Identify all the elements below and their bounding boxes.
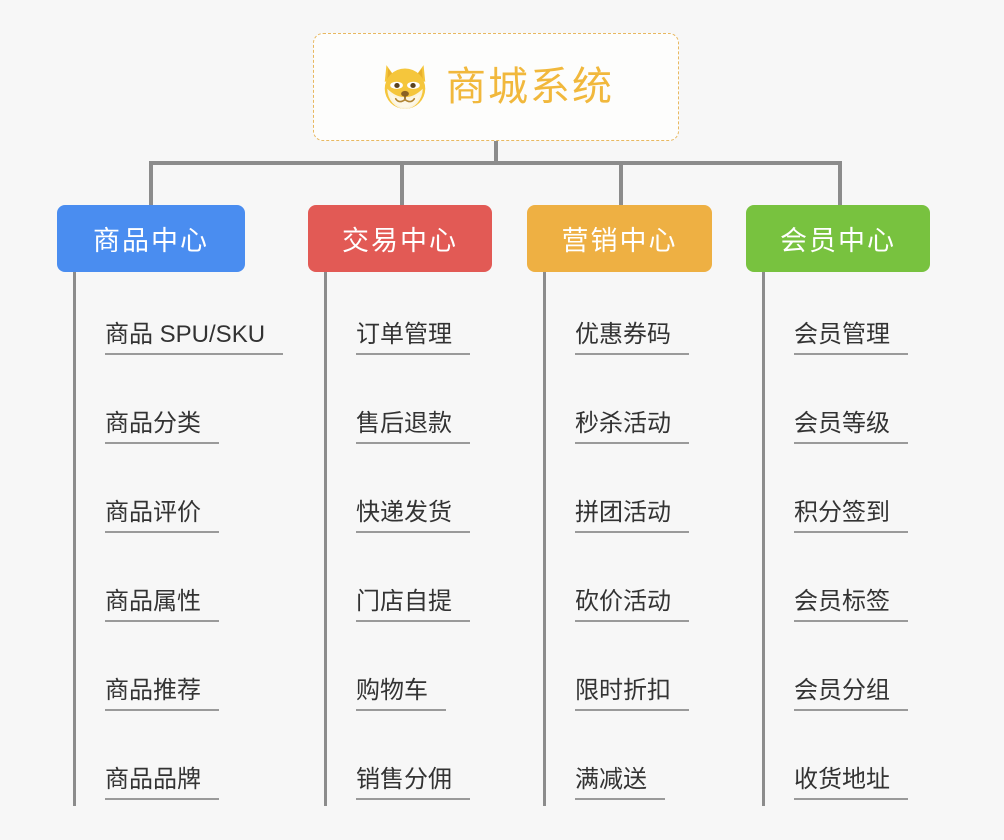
leaf-item[interactable]: 快递发货 bbox=[324, 450, 470, 539]
branch-spine-3 bbox=[543, 272, 546, 806]
leaf-item[interactable]: 积分签到 bbox=[762, 450, 908, 539]
leaf-item[interactable]: 会员分组 bbox=[762, 628, 908, 717]
horizontal-bus-connector bbox=[149, 161, 840, 165]
leaf-label: 购物车 bbox=[356, 677, 446, 711]
leaf-item[interactable]: 商品属性 bbox=[73, 539, 283, 628]
leaf-item[interactable]: 订单管理 bbox=[324, 272, 470, 361]
leaf-label: 门店自提 bbox=[356, 588, 470, 622]
leaf-label: 满减送 bbox=[575, 766, 665, 800]
leaf-item[interactable]: 购物车 bbox=[324, 628, 470, 717]
leaf-label: 销售分佣 bbox=[356, 766, 470, 800]
leaf-label: 拼团活动 bbox=[575, 499, 689, 533]
branch-header-4[interactable]: 会员中心 bbox=[746, 205, 930, 272]
leaf-label: 会员等级 bbox=[794, 410, 908, 444]
leaf-label: 秒杀活动 bbox=[575, 410, 689, 444]
leaf-label: 收货地址 bbox=[794, 766, 908, 800]
leaf-list-4: 会员管理 会员等级 积分签到 会员标签 会员分组 收货地址 bbox=[762, 272, 908, 806]
leaf-item[interactable]: 商品推荐 bbox=[73, 628, 283, 717]
page-title: 商城系统 bbox=[446, 65, 614, 109]
drop-connector-4 bbox=[838, 161, 842, 207]
leaf-label: 商品品牌 bbox=[105, 766, 219, 800]
leaf-item[interactable]: 商品分类 bbox=[73, 361, 283, 450]
branch-header-label-2: 交易中心 bbox=[342, 226, 458, 256]
leaf-label: 优惠券码 bbox=[575, 321, 689, 355]
shiba-dog-face-icon bbox=[384, 65, 426, 111]
leaf-item[interactable]: 满减送 bbox=[543, 717, 689, 806]
leaf-label: 商品评价 bbox=[105, 499, 219, 533]
leaf-list-2: 订单管理 售后退款 快递发货 门店自提 购物车 销售分佣 bbox=[324, 272, 470, 806]
branch-header-1[interactable]: 商品中心 bbox=[57, 205, 245, 272]
drop-connector-3 bbox=[619, 161, 623, 207]
leaf-label: 砍价活动 bbox=[575, 588, 689, 622]
branch-header-label-1: 商品中心 bbox=[93, 226, 209, 256]
leaf-label: 商品 SPU/SKU bbox=[105, 321, 284, 355]
leaf-item[interactable]: 销售分佣 bbox=[324, 717, 470, 806]
branch-spine-4 bbox=[762, 272, 765, 806]
branch-header-label-4: 会员中心 bbox=[780, 226, 896, 256]
leaf-item[interactable]: 收货地址 bbox=[762, 717, 908, 806]
leaf-label: 商品分类 bbox=[105, 410, 219, 444]
leaf-item[interactable]: 售后退款 bbox=[324, 361, 470, 450]
leaf-label: 售后退款 bbox=[356, 410, 470, 444]
leaf-list-1: 商品 SPU/SKU 商品分类 商品评价 商品属性 商品推荐 商品品牌 bbox=[73, 272, 284, 806]
branch-header-label-3: 营销中心 bbox=[561, 226, 678, 256]
branch-spine-2 bbox=[324, 272, 327, 806]
leaf-item[interactable]: 砍价活动 bbox=[543, 539, 689, 628]
leaf-label: 订单管理 bbox=[356, 321, 470, 355]
leaf-label: 快递发货 bbox=[356, 499, 470, 533]
leaf-item[interactable]: 商品品牌 bbox=[73, 717, 283, 806]
leaf-label: 商品推荐 bbox=[105, 677, 219, 711]
leaf-item[interactable]: 会员标签 bbox=[762, 539, 908, 628]
branch-header-2[interactable]: 交易中心 bbox=[308, 205, 492, 272]
leaf-item[interactable]: 秒杀活动 bbox=[543, 361, 689, 450]
leaf-label: 会员分组 bbox=[794, 677, 908, 711]
branch-spine-1 bbox=[73, 272, 76, 806]
leaf-item[interactable]: 优惠券码 bbox=[543, 272, 689, 361]
leaf-list-3: 优惠券码 秒杀活动 拼团活动 砍价活动 限时折扣 满减送 bbox=[543, 272, 689, 806]
leaf-item[interactable]: 限时折扣 bbox=[543, 628, 689, 717]
root-stem-connector bbox=[494, 141, 498, 164]
drop-connector-2 bbox=[400, 161, 404, 207]
leaf-item[interactable]: 商品评价 bbox=[73, 450, 283, 539]
leaf-label: 会员标签 bbox=[794, 588, 908, 622]
leaf-label: 商品属性 bbox=[105, 588, 219, 622]
leaf-label: 限时折扣 bbox=[575, 677, 689, 711]
leaf-item[interactable]: 会员等级 bbox=[762, 361, 908, 450]
branch-header-3[interactable]: 营销中心 bbox=[527, 205, 712, 272]
drop-connector-1 bbox=[149, 161, 153, 207]
leaf-label: 积分签到 bbox=[794, 499, 908, 533]
root-node[interactable]: 商城系统 bbox=[313, 33, 679, 141]
leaf-item[interactable]: 会员管理 bbox=[762, 272, 908, 361]
leaf-item[interactable]: 拼团活动 bbox=[543, 450, 689, 539]
leaf-label: 会员管理 bbox=[794, 321, 908, 355]
leaf-item[interactable]: 门店自提 bbox=[324, 539, 470, 628]
leaf-item[interactable]: 商品 SPU/SKU bbox=[73, 272, 284, 361]
